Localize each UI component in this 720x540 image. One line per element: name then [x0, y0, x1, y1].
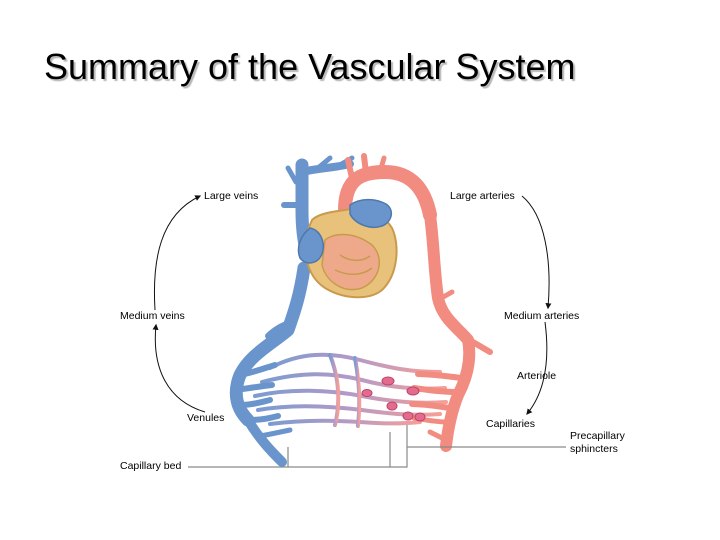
flow-arrows	[152, 195, 552, 415]
label-precapillary-line1: Precapillary	[570, 430, 625, 442]
arrow-medium-to-large-veins	[153, 195, 202, 311]
precapillary-sphincters	[361, 376, 426, 422]
label-arteriole: Arteriole	[517, 370, 557, 382]
label-venules: Venules	[187, 412, 225, 424]
arrow-large-to-medium-arteries	[521, 195, 552, 310]
label-large-veins: Large veins	[204, 190, 259, 202]
label-capillaries: Capillaries	[486, 418, 536, 430]
heart	[297, 198, 398, 299]
label-large-arteries: Large arteries	[450, 190, 515, 202]
arrow-venules-to-medium-veins	[152, 323, 206, 413]
label-precapillary-sphincters: Precapillary sphincters	[570, 430, 625, 456]
venous-system	[229, 155, 355, 467]
label-precapillary-line2: sphincters	[570, 443, 618, 455]
label-medium-arteries: Medium arteries	[504, 310, 580, 322]
arrow-medium-arteries-to-capillaries	[526, 321, 548, 415]
capillary-network	[253, 352, 448, 428]
label-connectors	[188, 425, 566, 468]
slide-title: Summary of the Vascular System	[44, 46, 576, 87]
arterial-system	[338, 153, 493, 452]
label-medium-veins: Medium veins	[120, 310, 185, 322]
label-capillary-bed: Capillary bed	[120, 460, 182, 472]
